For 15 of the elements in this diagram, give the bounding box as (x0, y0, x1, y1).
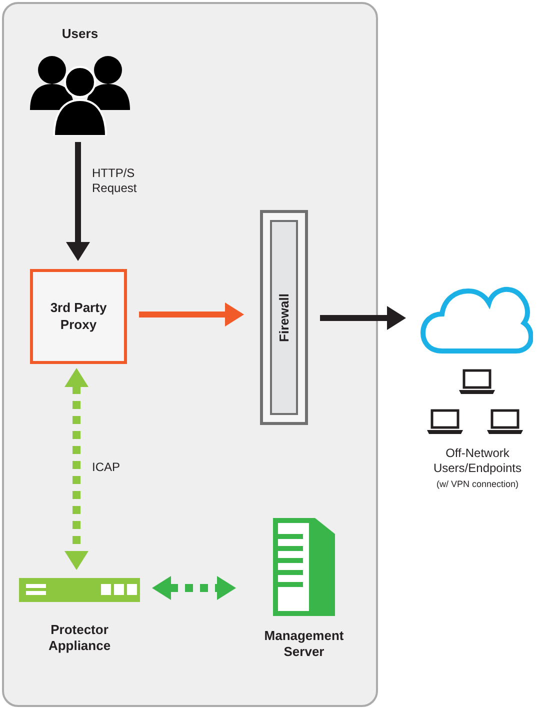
firewall-box (260, 210, 308, 425)
node-title: Users (60, 25, 100, 43)
node-label: Management Server (263, 628, 345, 660)
network-panel (2, 2, 378, 707)
arrow (139, 302, 244, 326)
dashed-arrow (64, 368, 88, 570)
proxy-box (30, 269, 127, 364)
vpn-note: (w/ VPN connection) (435, 478, 520, 491)
node-label: 3rd Party Proxy (49, 300, 108, 333)
endpoints-label: Off-Network Users/Endpoints (432, 446, 523, 476)
arrow (320, 306, 406, 330)
node-label: Firewall (275, 293, 292, 342)
dashed-arrow (152, 576, 236, 600)
node-label: Protector Appliance (47, 622, 112, 654)
arrow (66, 142, 90, 261)
